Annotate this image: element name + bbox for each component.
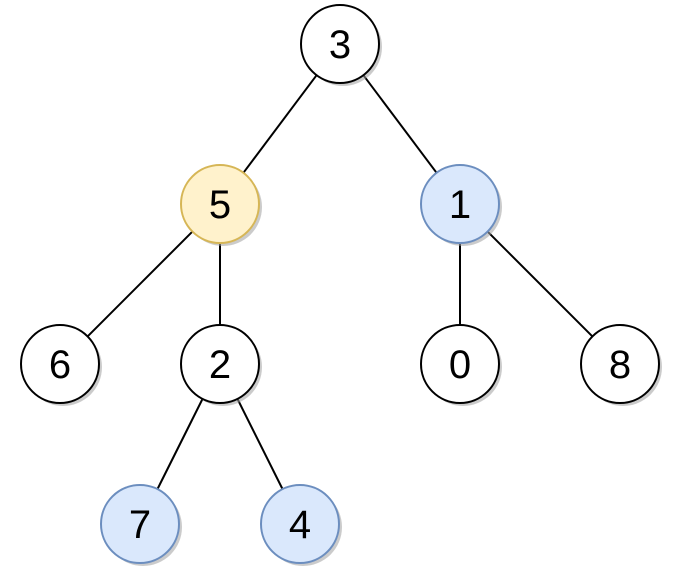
node-circle bbox=[260, 484, 340, 564]
node-label: 3 bbox=[329, 23, 351, 67]
tree-node-2: 2 bbox=[180, 324, 262, 406]
node-circle bbox=[180, 324, 260, 404]
tree-node-0: 0 bbox=[420, 324, 502, 406]
tree-edges bbox=[86, 74, 594, 490]
tree-edge-2-4 bbox=[236, 398, 284, 490]
node-circle bbox=[300, 4, 380, 84]
node-label: 6 bbox=[49, 343, 71, 387]
tree-node-7: 7 bbox=[100, 484, 182, 566]
node-circle bbox=[180, 164, 260, 244]
tree-edge-2-7 bbox=[156, 398, 204, 490]
tree-nodes: 3 5 1 6 2 0 8 7 4 bbox=[20, 4, 662, 566]
tree-edge-3-1 bbox=[362, 74, 438, 174]
node-circle bbox=[420, 324, 500, 404]
node-label: 8 bbox=[609, 343, 631, 387]
node-label: 4 bbox=[289, 503, 311, 547]
node-label: 7 bbox=[129, 503, 151, 547]
tree-node-5: 5 bbox=[180, 164, 262, 246]
tree-node-6: 6 bbox=[20, 324, 102, 406]
tree-node-8: 8 bbox=[580, 324, 662, 406]
node-circle bbox=[580, 324, 660, 404]
tree-node-4: 4 bbox=[260, 484, 342, 566]
node-label: 2 bbox=[209, 343, 231, 387]
node-circle bbox=[420, 164, 500, 244]
tree-node-3: 3 bbox=[300, 4, 382, 86]
node-label: 1 bbox=[449, 183, 471, 227]
tree-node-1: 1 bbox=[420, 164, 502, 246]
tree-edge-1-8 bbox=[486, 230, 594, 338]
tree-edge-5-6 bbox=[86, 230, 194, 338]
node-label: 5 bbox=[209, 183, 231, 227]
node-circle bbox=[100, 484, 180, 564]
node-circle bbox=[20, 324, 100, 404]
node-label: 0 bbox=[449, 343, 471, 387]
tree-edge-3-5 bbox=[242, 74, 318, 174]
